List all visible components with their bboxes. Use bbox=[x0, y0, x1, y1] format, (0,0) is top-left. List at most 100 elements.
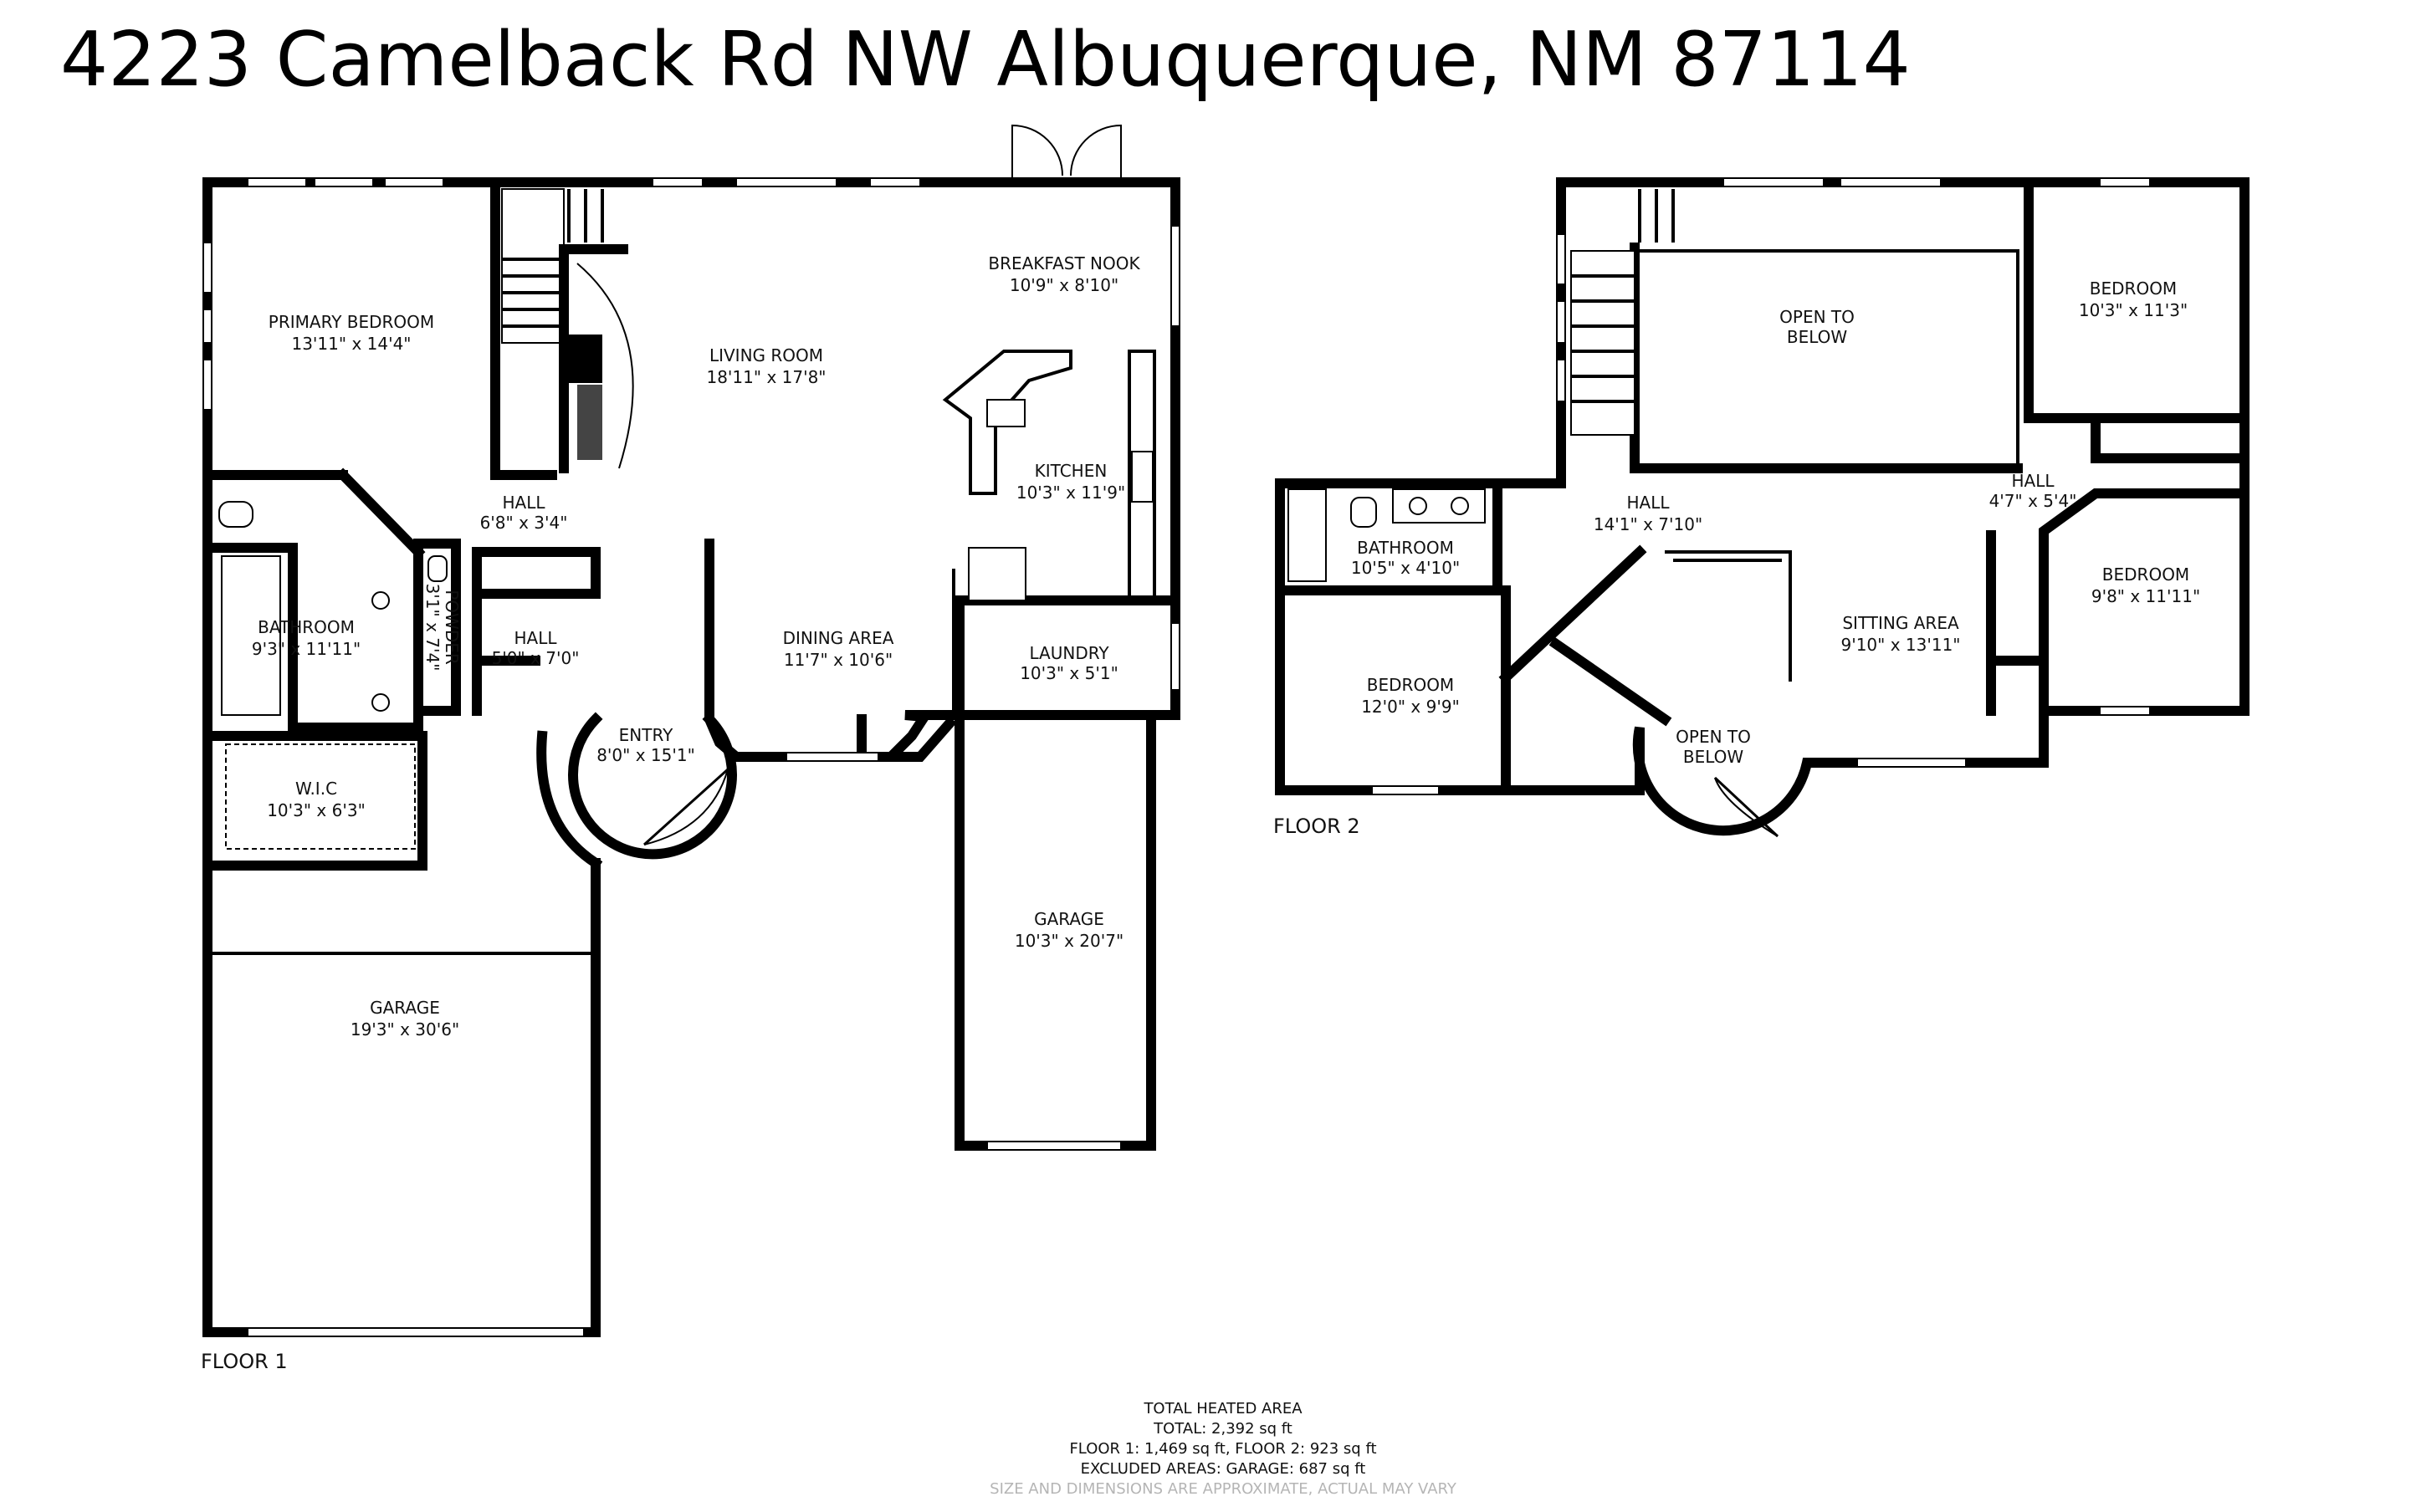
entry-dims: 8'0" x 15'1" bbox=[596, 745, 695, 765]
bathroom-2-dims: 10'5" x 4'10" bbox=[1351, 558, 1460, 578]
living-room-name: LIVING ROOM bbox=[709, 345, 823, 365]
window bbox=[652, 177, 704, 187]
sink-icon bbox=[371, 591, 390, 610]
stove-icon bbox=[1131, 451, 1154, 503]
bathroom-wall bbox=[202, 467, 426, 733]
window bbox=[2099, 177, 2151, 187]
hall-c-dims: 14'1" x 7'10" bbox=[1594, 514, 1702, 534]
toilet-icon bbox=[218, 501, 253, 528]
kitchen-counter bbox=[1128, 350, 1156, 600]
area-total: TOTAL: 2,392 sq ft bbox=[1153, 1420, 1292, 1438]
floor-2-door-arc bbox=[1714, 777, 1779, 837]
open-below-2-line2: BELOW bbox=[1683, 747, 1744, 767]
bedroom-1-wall bbox=[2024, 177, 2250, 463]
floor-2-label: FLOOR 2 bbox=[1273, 815, 1360, 838]
primary-bedroom-wall bbox=[202, 177, 500, 480]
kitchen-dims: 10'3" x 11'9" bbox=[1016, 483, 1125, 503]
window bbox=[1556, 300, 1566, 344]
window bbox=[1556, 233, 1566, 285]
kitchen-sink-icon bbox=[986, 399, 1026, 427]
hall-b-name: HALL bbox=[514, 628, 557, 648]
floor-2-sink-icon bbox=[1409, 497, 1427, 515]
tub-icon bbox=[221, 555, 281, 716]
french-door-arc-right bbox=[1070, 124, 1122, 182]
entry-rotunda-wall bbox=[568, 712, 737, 860]
floor-2-stair-treads bbox=[1571, 189, 1675, 403]
window bbox=[247, 177, 307, 187]
garage-large-dims: 19'3" x 30'6" bbox=[351, 1019, 459, 1040]
bathroom-1-name: BATHROOM bbox=[258, 617, 355, 637]
window bbox=[202, 242, 212, 294]
area-excluded: EXCLUDED AREAS: GARAGE: 687 sq ft bbox=[1081, 1460, 1366, 1478]
bedroom-1-name: BEDROOM bbox=[2090, 278, 2177, 299]
page-title: 4223 Camelback Rd NW Albuquerque, NM 871… bbox=[60, 16, 1911, 104]
window bbox=[786, 752, 879, 762]
bedroom-2-dims: 9'8" x 11'11" bbox=[2091, 586, 2200, 606]
fireplace-hearth-icon bbox=[577, 385, 602, 460]
hall-d-name: HALL bbox=[2011, 471, 2055, 491]
window bbox=[384, 177, 444, 187]
powder-wall bbox=[413, 539, 461, 716]
living-room-dims: 18'11" x 17'8" bbox=[706, 367, 826, 387]
pantry-box bbox=[968, 547, 1026, 601]
dining-area-name: DINING AREA bbox=[783, 628, 894, 648]
garage-small-dims: 10'3" x 20'7" bbox=[1015, 931, 1123, 951]
entry-door bbox=[642, 768, 729, 846]
entry-door-arc bbox=[643, 769, 729, 845]
window bbox=[1856, 758, 1967, 768]
hall-c-name: HALL bbox=[1626, 493, 1670, 513]
laundry-dims: 10'3" x 5'1" bbox=[1020, 663, 1118, 683]
dining-area-dims: 11'7" x 10'6" bbox=[784, 650, 893, 670]
floor-2-outer-wall bbox=[1275, 177, 2250, 836]
sitting-railing bbox=[1665, 550, 1792, 682]
wic-wall bbox=[202, 731, 427, 871]
hall-b-wall bbox=[472, 547, 601, 716]
floor-1-stairs bbox=[501, 188, 565, 344]
floor-2-vanity-icon bbox=[1392, 488, 1486, 524]
open-below-2-line1: OPEN TO bbox=[1676, 727, 1751, 747]
garage-small-name: GARAGE bbox=[1034, 909, 1104, 929]
window bbox=[1371, 785, 1440, 795]
open-to-below-rail-inner bbox=[1640, 249, 2019, 468]
window bbox=[202, 309, 212, 344]
floor-2-toilet-icon bbox=[1350, 497, 1377, 528]
wic-name: W.I.C bbox=[295, 779, 337, 799]
sitting-area-name: SITTING AREA bbox=[1842, 613, 1959, 633]
wic-dims: 10'3" x 6'3" bbox=[267, 800, 366, 820]
sitting-area-wall bbox=[1986, 530, 2049, 716]
bedroom-2-name: BEDROOM bbox=[2102, 564, 2189, 585]
bedroom-3-dims: 12'0" x 9'9" bbox=[1361, 697, 1460, 717]
powder-name: POWDER bbox=[442, 590, 462, 665]
hall-a-name: HALL bbox=[502, 493, 545, 513]
garage-door-large bbox=[247, 1327, 585, 1337]
window bbox=[869, 177, 921, 187]
powder-toilet-icon bbox=[427, 555, 448, 582]
sink-icon-2 bbox=[371, 693, 390, 712]
primary-bedroom-name: PRIMARY BEDROOM bbox=[269, 312, 434, 332]
floor-1-plan bbox=[202, 124, 1180, 1337]
floor-2-sink-icon-2 bbox=[1451, 497, 1469, 515]
open-to-below-rail bbox=[1630, 243, 2023, 473]
floor-2-door bbox=[1713, 776, 1779, 838]
fireplace-arc bbox=[576, 263, 634, 469]
bathroom-1-dims: 9'3" x 11'11" bbox=[252, 639, 361, 659]
hall-a-dims: 6'8" x 3'4" bbox=[480, 513, 568, 533]
window bbox=[2099, 706, 2151, 716]
window bbox=[1170, 225, 1180, 327]
bathroom-2-wall bbox=[1275, 478, 1502, 595]
dining-wall bbox=[952, 569, 961, 1146]
area-summary: TOTAL HEATED AREA TOTAL: 2,392 sq ft FLO… bbox=[990, 1400, 1457, 1498]
fireplace-wall bbox=[559, 244, 628, 473]
hall-b-dims: 5'0" x 7'0" bbox=[492, 648, 580, 668]
window bbox=[1722, 177, 1825, 187]
stair-treads bbox=[502, 189, 604, 328]
primary-bedroom-dims: 13'11" x 14'4" bbox=[291, 334, 411, 354]
open-below-1-line2: BELOW bbox=[1787, 327, 1848, 347]
garage-large-name: GARAGE bbox=[370, 998, 440, 1018]
entry-name: ENTRY bbox=[619, 725, 673, 745]
bedroom-3-wall bbox=[1275, 585, 1511, 795]
wic-shelf bbox=[225, 743, 416, 850]
bedroom-2-wall bbox=[2039, 488, 2250, 716]
floor-2-plan bbox=[1275, 177, 2250, 838]
